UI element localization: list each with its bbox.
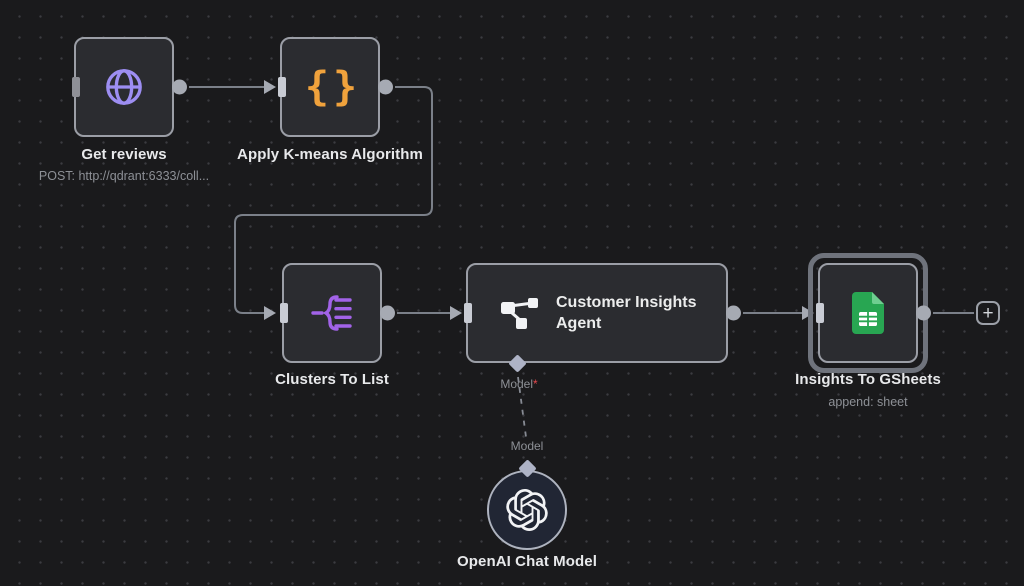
output-handle[interactable]: [378, 79, 393, 95]
node-insights-to-gsheets[interactable]: [816, 263, 931, 363]
model-input-label: Model*: [500, 377, 538, 391]
input-handle[interactable]: [464, 303, 472, 323]
add-node-button[interactable]: +: [976, 301, 1000, 325]
node-title-insights-to-gsheets: Insights To GSheets: [795, 371, 941, 388]
node-clusters-to-list[interactable]: [280, 263, 395, 363]
model-connection-label: Model: [510, 439, 544, 453]
arrowhead-icon: [450, 306, 462, 320]
node-customer-insights-agent[interactable]: Customer Insights Agent: [464, 263, 741, 363]
input-handle[interactable]: [72, 77, 80, 97]
connection-kmeans-clusters[interactable]: [234, 86, 433, 314]
arrowhead-icon: [264, 80, 276, 94]
input-handle[interactable]: [816, 303, 824, 323]
node-title-apply-kmeans: Apply K-means Algorithm: [237, 146, 423, 163]
node-get-reviews[interactable]: [72, 37, 187, 137]
node-title-clusters-to-list: Clusters To List: [275, 371, 389, 388]
output-handle[interactable]: [172, 79, 187, 95]
plus-icon: +: [982, 302, 994, 324]
node-title-get-reviews: Get reviews: [81, 146, 167, 163]
code-braces-icon: {}: [304, 64, 362, 110]
input-handle[interactable]: [278, 77, 286, 97]
split-out-icon: [311, 295, 352, 331]
output-handle[interactable]: [916, 305, 931, 321]
node-apply-kmeans[interactable]: {}: [278, 37, 393, 137]
output-handle[interactable]: [380, 305, 395, 321]
agent-graph-icon: [501, 298, 538, 329]
node-openai-chat-model[interactable]: [487, 470, 567, 550]
node-subtitle-get-reviews: POST: http://qdrant:6333/coll...: [38, 169, 210, 183]
google-sheets-icon: [852, 292, 884, 334]
arrowhead-icon: [264, 306, 276, 320]
required-asterisk: *: [533, 377, 538, 391]
node-title-customer-insights-agent: Customer Insights Agent: [556, 294, 697, 332]
input-handle[interactable]: [280, 303, 288, 323]
globe-icon: [106, 69, 142, 105]
node-subtitle-insights-to-gsheets: append: sheet: [828, 395, 908, 409]
node-title-openai-chat-model: OpenAI Chat Model: [456, 553, 598, 570]
openai-logo-icon: [506, 489, 548, 531]
output-handle[interactable]: [726, 305, 741, 321]
